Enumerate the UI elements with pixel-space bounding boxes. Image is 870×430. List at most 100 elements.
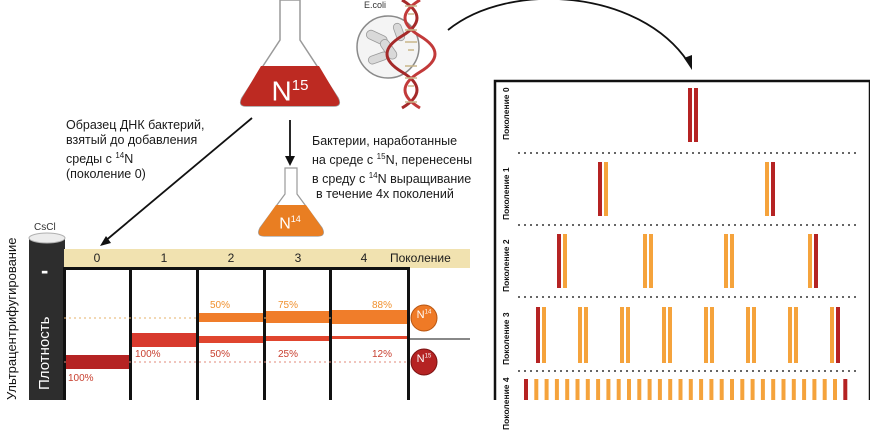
strand-row3-pair7-left [830, 307, 834, 363]
strand-row4-10 [627, 379, 631, 400]
strand-row4-0 [524, 379, 528, 400]
strand-row4-27 [802, 379, 807, 400]
strand-row3-pair2-right [626, 307, 630, 363]
strand-row4-30 [833, 379, 837, 400]
lower-pct-gen2: 50% [210, 349, 231, 360]
strand-row3-pair0-left [536, 307, 540, 363]
cscl-tube [28, 232, 66, 400]
generation-row-dividers [518, 152, 858, 372]
strand-row4-18 [709, 379, 714, 400]
strand-row4-7 [596, 379, 601, 400]
strand-row4-22 [750, 379, 755, 400]
generation-band-pattern [524, 88, 848, 400]
strand-row2-pair3-left [808, 234, 812, 288]
gen-header-4: 4 [360, 251, 368, 265]
strand-row4-29 [822, 379, 827, 400]
band-gen4-light [332, 310, 407, 324]
n15-marker-icon [410, 348, 438, 376]
strand-row1-pair0-left [598, 162, 602, 216]
strand-row3-pair5-left [746, 307, 750, 363]
strand-row4-21 [740, 379, 745, 400]
n14-flask-icon [258, 167, 324, 237]
strand-row4-6 [585, 379, 590, 400]
dna-helix-icon [385, 0, 437, 110]
n14-flask-label: N14 [279, 214, 301, 233]
band-gen3-light [266, 311, 329, 323]
strand-row3-pair6-right [794, 307, 798, 363]
strand-row4-31 [843, 379, 848, 400]
gen-header-1: 1 [160, 251, 168, 265]
strand-row4-28 [812, 379, 817, 400]
strand-row3-pair3-right [668, 307, 672, 363]
n15-flask-label: N15 [271, 75, 309, 107]
strand-row3-pair7-right [836, 307, 840, 363]
strand-row4-1 [534, 379, 539, 400]
row-label-gen2: Поколение 2 [501, 239, 511, 292]
strand-row4-12 [647, 379, 652, 400]
n15-flask-icon [239, 0, 341, 107]
lower-pct-gen4: 12% [372, 349, 393, 360]
diagonal-arrow-icon [100, 117, 253, 246]
strand-row3-pair3-left [662, 307, 666, 363]
strand-row4-13 [657, 379, 662, 400]
strand-row4-9 [616, 379, 621, 400]
strand-row4-24 [771, 379, 776, 400]
strand-row4-5 [575, 379, 580, 400]
n15-marker-label: N15 [416, 353, 432, 365]
lower-pct-gen3: 25% [278, 349, 299, 360]
n14-marker-label: N14 [416, 309, 432, 321]
ecoli-label: E.coli [364, 0, 387, 10]
diagram-canvas [28, 0, 870, 400]
strand-row3-pair4-right [710, 307, 714, 363]
strand-row4-2 [544, 379, 549, 400]
strand-row3-pair2-left [620, 307, 624, 363]
strand-row2-pair2-left [724, 234, 728, 288]
row-label-gen3: Поколение 3 [501, 312, 511, 365]
strand-row4-15 [678, 379, 683, 400]
strand-row4-26 [791, 379, 796, 400]
minus-sign: - [41, 258, 49, 283]
strand-row4-16 [688, 379, 693, 400]
gen-header-3: 3 [294, 251, 302, 265]
strand-row3-pair0-right [542, 307, 546, 363]
strand-row4-19 [719, 379, 724, 400]
generation-header-label: Поколение [390, 251, 451, 265]
band-gen0-heavy [66, 355, 129, 369]
strand-row4-17 [699, 379, 704, 400]
n14-marker-icon [410, 304, 438, 332]
density-label: Плотность [36, 316, 53, 390]
strand-row4-3 [554, 379, 559, 400]
band-gen2-hybrid [199, 336, 263, 343]
strand-row4-20 [730, 379, 734, 400]
strand-row0-pair0-right [694, 88, 698, 142]
strand-row1-pair0-right [604, 162, 608, 216]
down-arrow-icon [285, 120, 295, 166]
strand-row2-pair3-right [814, 234, 818, 288]
gen-header-2: 2 [227, 251, 235, 265]
band-gen4-hybrid [332, 336, 407, 339]
strand-row2-pair0-left [557, 234, 561, 288]
gradient-bands [66, 310, 407, 369]
strand-row4-11 [637, 379, 642, 400]
row-label-gen4: Поколение 4 [501, 377, 511, 430]
band-gen1-hybrid [132, 333, 196, 347]
strand-row3-pair1-right [584, 307, 588, 363]
strand-row2-pair2-right [730, 234, 734, 288]
upper-pct-gen4: 88% [372, 300, 393, 311]
strand-row0-pair0-left [688, 88, 692, 142]
strand-row3-pair5-right [752, 307, 756, 363]
generation-panel-frame [493, 79, 870, 400]
band-gen2-light [199, 313, 263, 322]
curved-arrow-icon [447, 0, 692, 70]
strand-row2-pair0-right [563, 234, 567, 288]
generation-header-band [64, 249, 470, 268]
strand-row3-pair1-left [578, 307, 582, 363]
strand-row4-8 [606, 379, 611, 400]
row-label-gen1: Поколение 1 [501, 167, 511, 220]
gradient-top-line [64, 267, 409, 270]
gradient-column-dividers [63, 267, 410, 400]
cscl-label: CsCl [34, 222, 56, 233]
band-gen3-hybrid [266, 336, 329, 341]
upper-pct-gen3: 75% [278, 300, 299, 311]
transfer-caption: Бактерии, наработанные на среде с 15N, п… [312, 134, 473, 202]
